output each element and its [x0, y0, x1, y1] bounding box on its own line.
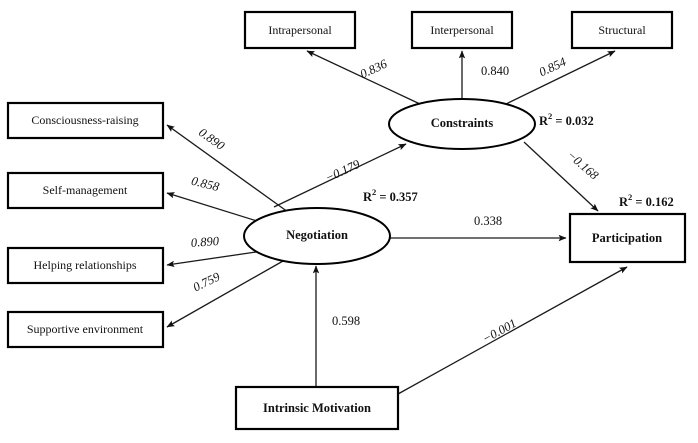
coefficient-negotiation-helping: 0.890: [190, 234, 220, 250]
coefficient-constraints-participation: −0.168: [564, 148, 601, 183]
r-squared-negotiation: R2 = 0.357: [363, 187, 418, 204]
node-structural[interactable]: Structural: [570, 10, 674, 50]
node-label-helping-relationships: Helping relationships: [34, 258, 137, 272]
node-label-constraints: Constraints: [431, 116, 494, 130]
r-squared-participation: R2 = 0.162: [619, 192, 674, 209]
node-intrapersonal[interactable]: Intrapersonal: [243, 10, 357, 50]
r-squared-constraints: R2 = 0.032: [539, 111, 594, 128]
node-intrinsic-motivation[interactable]: Intrinsic Motivation: [234, 385, 400, 431]
path-line-constraints-intrapersonal: [306, 50, 421, 105]
path-lines: [166, 50, 628, 395]
r-squared-labels: R2 = 0.032 R2 = 0.357 R2 = 0.162: [363, 111, 674, 209]
path-line-negotiation-constraints: [273, 143, 407, 208]
coefficient-intrinsic-participation: −0.001: [480, 316, 519, 346]
node-label-self-management: Self-management: [43, 183, 128, 197]
node-participation[interactable]: Participation: [568, 212, 687, 264]
path-line-intrinsic-participation: [397, 266, 628, 395]
node-supportive-environment[interactable]: Supportive environment: [6, 310, 165, 349]
coefficient-constraints-intrapersonal: 0.836: [358, 56, 390, 81]
path-line-negotiation-helping: [166, 251, 257, 268]
node-label-negotiation: Negotiation: [286, 228, 348, 242]
node-negotiation[interactable]: Negotiation: [243, 207, 391, 265]
node-interpersonal[interactable]: Interpersonal: [410, 10, 514, 50]
node-label-supportive-environment: Supportive environment: [27, 322, 144, 336]
coefficient-negotiation-supportive: 0.759: [191, 269, 223, 294]
path-line-constraints-structural: [505, 50, 616, 105]
coefficient-intrinsic-negotiation: 0.598: [332, 314, 360, 328]
coefficient-negotiation-constraints: −0.179: [323, 157, 363, 185]
node-helping-relationships[interactable]: Helping relationships: [6, 246, 165, 285]
node-self-management[interactable]: Self-management: [6, 171, 165, 210]
node-label-consciousness-raising: Consciousness-raising: [31, 113, 138, 127]
node-label-intrinsic-motivation: Intrinsic Motivation: [263, 401, 371, 415]
path-line-constraints-participation: [523, 141, 599, 212]
node-consciousness-raising[interactable]: Consciousness-raising: [6, 101, 165, 140]
node-label-interpersonal: Interpersonal: [430, 23, 494, 37]
coefficient-constraints-interpersonal: 0.840: [481, 64, 509, 78]
path-line-negotiation-consciousness: [166, 124, 289, 213]
node-constraints[interactable]: Constraints: [388, 98, 536, 150]
node-label-structural: Structural: [598, 23, 646, 37]
node-label-participation: Participation: [592, 231, 662, 245]
path-line-negotiation-selfmanagement: [166, 192, 258, 222]
coefficient-negotiation-selfmanagement: 0.858: [190, 174, 221, 195]
node-label-intrapersonal: Intrapersonal: [268, 23, 332, 37]
coefficient-negotiation-participation: 0.338: [474, 214, 502, 228]
path-line-negotiation-supportive: [166, 260, 284, 328]
